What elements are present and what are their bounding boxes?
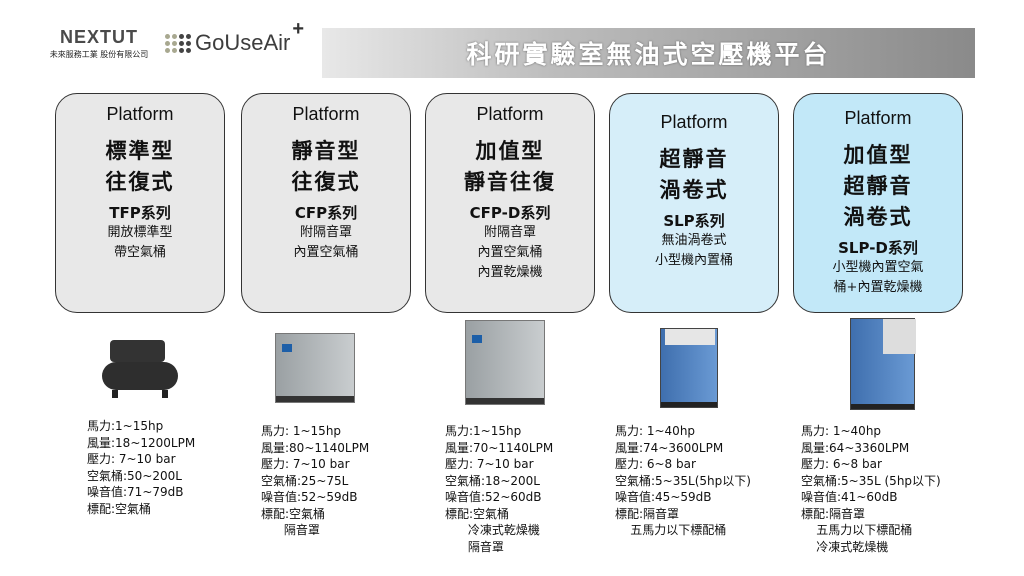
description-line: 開放標準型: [107, 225, 173, 240]
spec-line: 噪音值:41~60dB: [801, 490, 898, 504]
spec-line: 馬力:1~15hp: [445, 424, 522, 438]
model-name-line: 往復式: [291, 169, 361, 194]
spec-list: 馬力: 1~40hp 風量:74~3600LPM 壓力: 6~8 bar 空氣桶:5~…: [615, 423, 751, 539]
spec-list: 馬力: 1~15hp 風量:80~1140LPM 壓力: 7~10 bar 空氣桶:2…: [261, 423, 369, 539]
spec-line: 五馬力以下標配桶: [615, 523, 727, 537]
platform-card: Platform 加值型靜音往復 CFP-D系列附隔音罩內置空氣桶內置乾燥機: [425, 93, 595, 313]
model-name-line: 渦卷式: [843, 204, 913, 229]
description-line: 內置乾燥機: [477, 265, 543, 280]
spec-line: 馬力:1~15hp: [87, 419, 164, 433]
spec-line: 空氣桶:5~35L(5hp以下): [615, 473, 751, 488]
platform-card: Platform 標準型往復式 TFP系列開放標準型帶空氣桶: [55, 93, 225, 313]
dots-icon: [165, 33, 191, 53]
spec-line: 標配:隔音罩: [801, 506, 866, 521]
spec-list: 馬力: 1~40hp 風量:64~3360LPM 壓力: 6~8 bar 空氣桶:5~…: [801, 423, 941, 555]
series-label: TFP系列: [109, 204, 171, 222]
model-name-line: 往復式: [105, 169, 175, 194]
spec-line: 風量:18~1200LPM: [87, 435, 196, 450]
platform-label: Platform: [844, 108, 912, 128]
model-name-line: 加值型: [475, 138, 545, 163]
spec-list: 馬力:1~15hp 風量:18~1200LPM 壓力: 7~10 bar 空氣桶:50…: [87, 418, 195, 517]
model-name-line: 超靜音: [843, 173, 913, 198]
spec-line: 壓力: 7~10 bar: [445, 457, 534, 471]
platform-label: Platform: [660, 112, 728, 132]
spec-line: 標配:空氣桶: [445, 506, 510, 521]
model-name-line: 渦卷式: [659, 177, 729, 202]
spec-line: 五馬力以下標配桶: [801, 523, 913, 537]
spec-line: 標配:隔音罩: [615, 506, 680, 521]
description-line: 小型機內置空氣: [832, 260, 924, 275]
spec-line: 壓力: 7~10 bar: [261, 457, 350, 471]
platform-card: Platform 靜音型往復式 CFP系列附隔音罩內置空氣桶: [241, 93, 411, 313]
spec-line: 噪音值:52~59dB: [261, 490, 358, 504]
series-label: CFP-D系列: [469, 204, 551, 222]
title-banner: 科研實驗室無油式空壓機平台: [322, 28, 975, 78]
series-label: SLP-D系列: [838, 239, 918, 257]
platform-card: Platform 超靜音渦卷式 SLP系列無油渦卷式小型機內置桶: [609, 93, 779, 313]
spec-line: 馬力: 1~40hp: [801, 424, 882, 438]
spec-line: 標配:空氣桶: [87, 501, 152, 516]
platform-label: Platform: [476, 104, 544, 124]
platform-label: Platform: [292, 104, 360, 124]
spec-line: 壓力: 6~8 bar: [801, 457, 882, 471]
model-name-line: 標準型: [105, 138, 175, 163]
spec-line: 隔音罩: [261, 523, 320, 537]
description-line: 桶+內置乾燥機: [833, 280, 923, 295]
spec-line: 壓力: 7~10 bar: [87, 452, 176, 466]
spec-line: 標配:空氣桶: [261, 506, 326, 521]
spec-line: 風量:64~3360LPM: [801, 440, 910, 455]
description-line: 無油渦卷式: [661, 233, 727, 248]
spec-line: 風量:74~3600LPM: [615, 440, 724, 455]
cfp-compressor-image: [275, 333, 355, 403]
description-line: 附隔音罩: [299, 225, 352, 240]
spec-line: 空氣桶:50~200L: [87, 468, 182, 483]
spec-line: 冷凍式乾燥機: [801, 539, 889, 554]
slp-compressor-image: [660, 328, 718, 408]
model-name-line: 靜音型: [291, 138, 361, 163]
model-name-line: 超靜音: [659, 146, 729, 171]
spec-list: 馬力:1~15hp 風量:70~1140LPM 壓力: 7~10 bar 空氣桶:18…: [445, 423, 553, 555]
spec-line: 馬力: 1~15hp: [261, 424, 342, 438]
nextut-logo: NEXTUT 未來服務工業 股份有限公司: [44, 27, 154, 60]
spec-line: 風量:70~1140LPM: [445, 440, 554, 455]
series-label: SLP系列: [663, 212, 725, 230]
gouseair-logo-text: GoUseAir: [195, 30, 291, 55]
spec-line: 噪音值:45~59dB: [615, 490, 712, 504]
spec-line: 冷凍式乾燥機: [445, 523, 540, 537]
slp-d-compressor-image: [850, 318, 916, 410]
description-line: 帶空氣桶: [113, 245, 166, 260]
platform-label: Platform: [106, 104, 174, 124]
plus-icon: +: [292, 17, 305, 40]
page-title: 科研實驗室無油式空壓機平台: [466, 40, 831, 69]
model-name-line: 靜音往復: [464, 169, 556, 194]
spec-line: 壓力: 6~8 bar: [615, 457, 696, 471]
spec-line: 空氣桶:25~75L: [261, 473, 349, 488]
spec-line: 空氣桶:5~35L (5hp以下): [801, 473, 941, 488]
nextut-logo-text: NEXTUT: [60, 27, 138, 47]
spec-line: 風量:80~1140LPM: [261, 440, 370, 455]
nextut-logo-subtitle: 未來服務工業 股份有限公司: [49, 50, 149, 59]
model-name-line: 加值型: [843, 142, 913, 167]
gouseair-logo: GoUseAir +: [165, 18, 304, 56]
cfp-d-compressor-image: [465, 320, 545, 405]
spec-line: 噪音值:71~79dB: [87, 485, 184, 499]
description-line: 內置空氣桶: [293, 245, 359, 260]
platform-card: Platform 加值型超靜音渦卷式 SLP-D系列小型機內置空氣桶+內置乾燥機: [793, 93, 963, 313]
series-label: CFP系列: [294, 204, 358, 222]
description-line: 內置空氣桶: [477, 245, 543, 260]
description-line: 小型機內置桶: [654, 253, 733, 268]
spec-line: 噪音值:52~60dB: [445, 490, 542, 504]
description-line: 附隔音罩: [483, 225, 536, 240]
spec-line: 馬力: 1~40hp: [615, 424, 696, 438]
spec-line: 空氣桶:18~200L: [445, 473, 540, 488]
tfp-compressor-image: [100, 340, 180, 398]
spec-line: 隔音罩: [445, 539, 504, 554]
